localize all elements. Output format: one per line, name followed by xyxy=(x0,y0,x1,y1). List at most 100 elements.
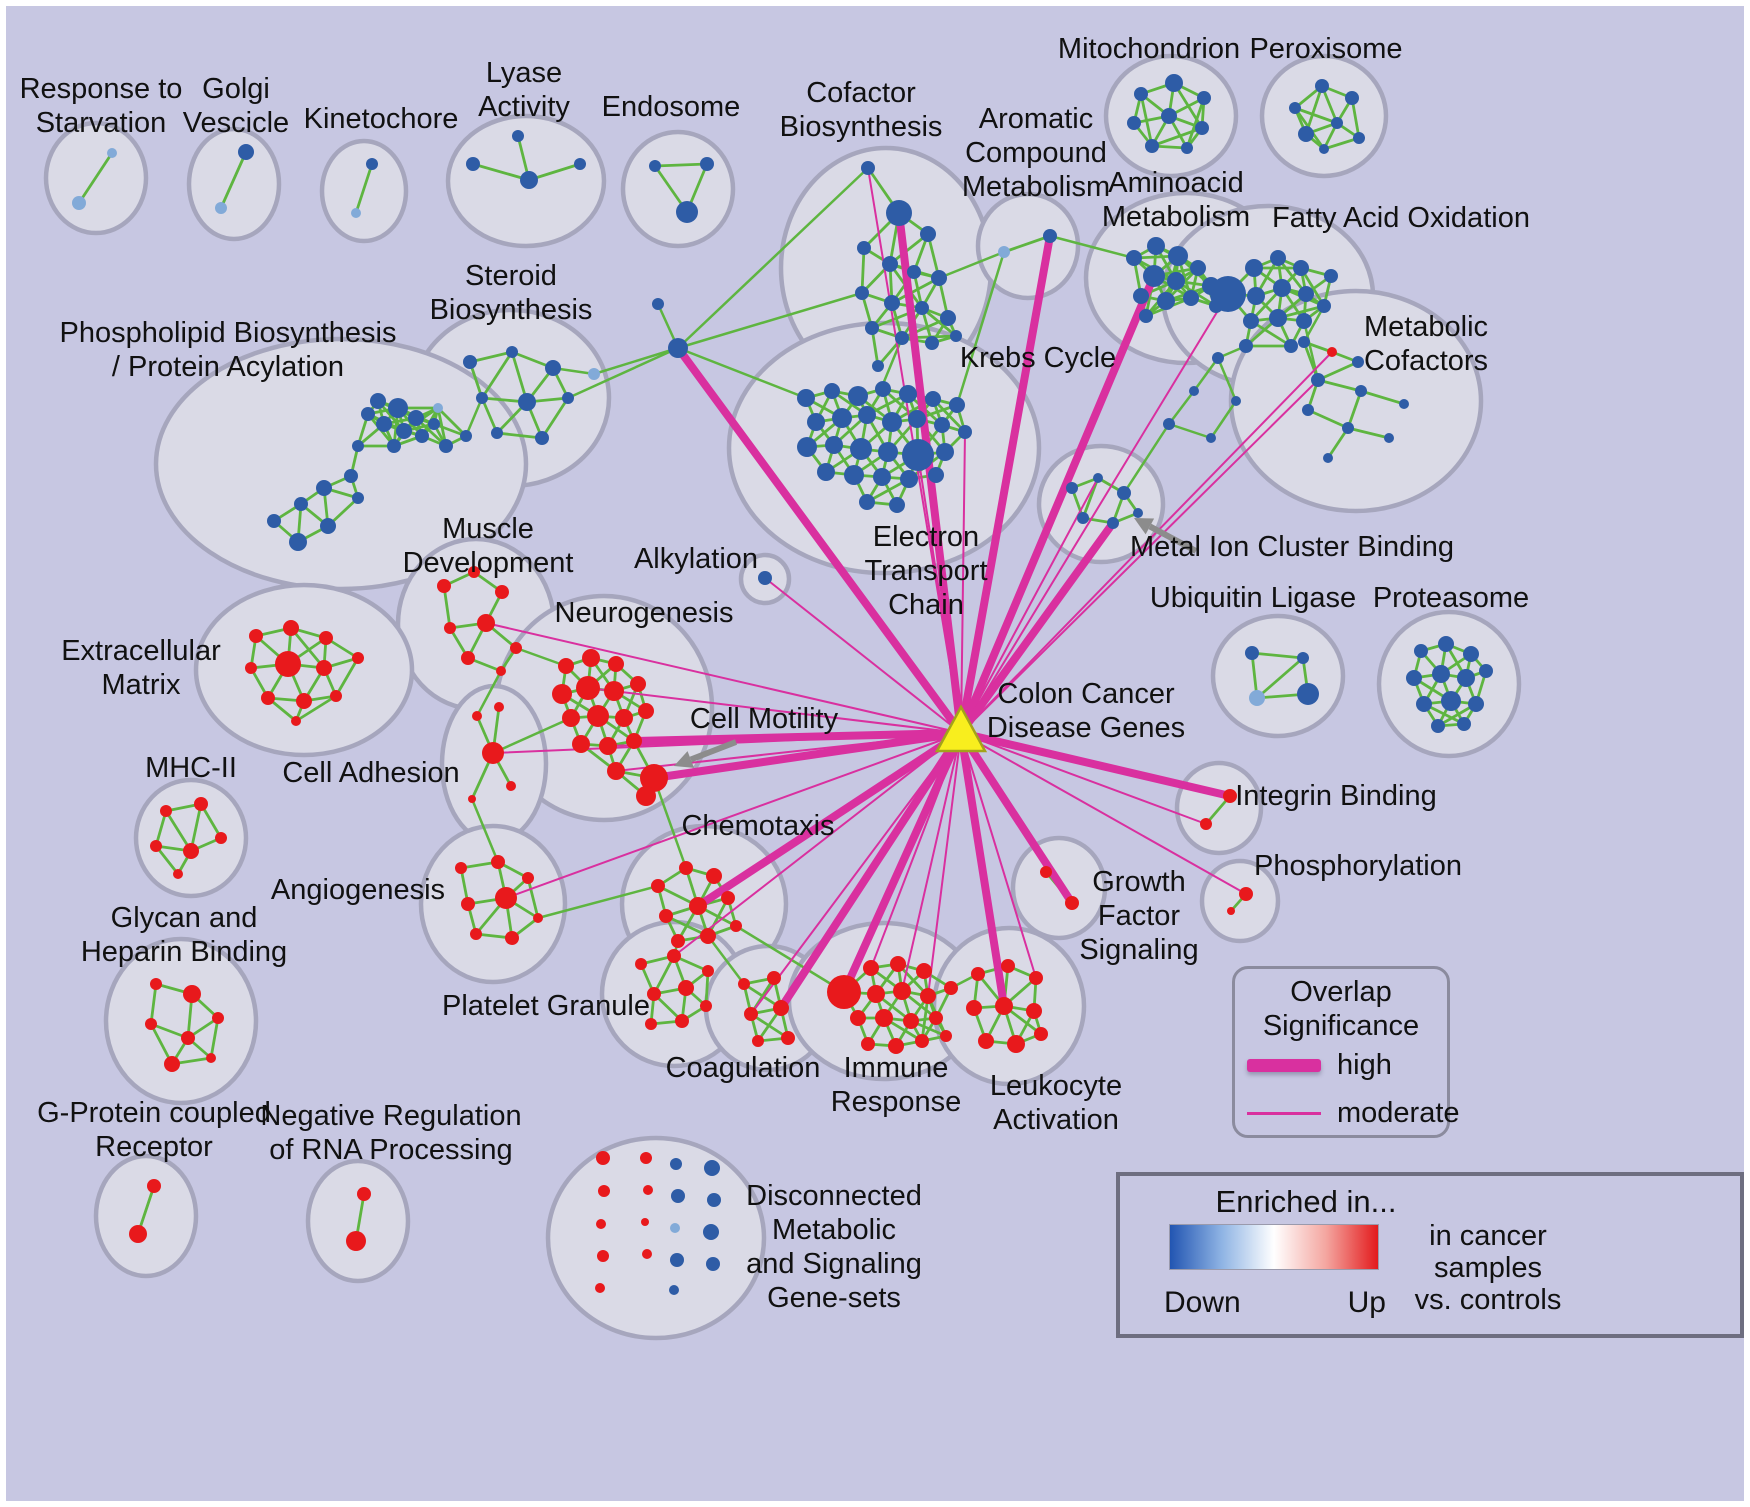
gene-set-node xyxy=(890,956,906,972)
inter-cluster-edge xyxy=(938,250,1005,280)
gene-set-node xyxy=(855,286,869,300)
gene-set-node xyxy=(596,1219,606,1229)
gene-set-node xyxy=(595,1283,605,1293)
gene-set-node xyxy=(387,439,401,453)
gene-set-node xyxy=(1438,636,1454,652)
inter-cluster-edge xyxy=(515,646,567,668)
enrichment-down-label: Down xyxy=(1164,1286,1241,1319)
gene-set-node xyxy=(1245,259,1263,277)
gene-set-node xyxy=(700,157,714,171)
gene-set-node xyxy=(164,1056,180,1072)
gene-set-node xyxy=(1167,272,1185,290)
gene-set-node xyxy=(129,1225,147,1243)
gene-set-node xyxy=(604,681,624,701)
gene-set-node xyxy=(482,742,504,764)
gene-set-node xyxy=(850,1010,866,1026)
gene-set-node xyxy=(1134,87,1148,101)
label-integrin-binding: Integrin Binding xyxy=(1235,780,1437,812)
gene-set-node xyxy=(535,431,549,445)
gene-set-node xyxy=(807,413,825,431)
gene-set-node xyxy=(958,425,972,439)
gene-set-node xyxy=(495,585,509,599)
gene-set-node xyxy=(344,469,358,483)
gene-set-node xyxy=(433,403,443,413)
gene-set-node xyxy=(160,805,172,817)
gene-set-node xyxy=(915,1034,929,1048)
gene-set-node xyxy=(817,463,835,481)
label-fatty-acid-oxidation: Fatty Acid Oxidation xyxy=(1272,202,1530,234)
gene-set-node xyxy=(1463,646,1479,662)
gene-set-node xyxy=(512,130,524,142)
gene-set-node xyxy=(1127,116,1141,130)
gene-set-edge xyxy=(526,877,540,919)
gene-set-node xyxy=(1431,719,1445,733)
gene-set-node xyxy=(1200,818,1212,830)
gene-set-node xyxy=(1001,959,1015,973)
gene-set-node xyxy=(861,1037,875,1051)
gene-set-node xyxy=(916,963,932,979)
gene-set-node xyxy=(1432,665,1450,683)
significance-edge-high xyxy=(957,232,1054,737)
inter-cluster-edge xyxy=(593,346,679,376)
gene-set-node xyxy=(689,897,707,915)
gene-set-node xyxy=(283,620,299,636)
gene-set-node xyxy=(1319,144,1329,154)
significance-edge-high xyxy=(957,729,1008,1010)
gene-set-node xyxy=(607,762,625,780)
gene-set-node xyxy=(920,226,936,242)
gene-set-node xyxy=(477,614,495,632)
gene-set-node xyxy=(463,355,477,369)
gene-set-node xyxy=(966,1000,982,1016)
gene-set-node xyxy=(444,622,456,634)
gene-set-node xyxy=(461,897,475,911)
gene-set-node xyxy=(925,391,941,407)
cluster-ellipse-mhc-ii xyxy=(133,777,249,899)
significance-edge-high xyxy=(777,729,965,1012)
gene-set-node xyxy=(150,978,162,990)
gene-set-node xyxy=(320,518,336,534)
label-peroxisome: Peroxisome xyxy=(1249,33,1402,65)
gene-set-node xyxy=(669,1285,679,1295)
gene-set-node xyxy=(1457,717,1471,731)
gene-set-edge xyxy=(1185,97,1206,149)
gene-set-node xyxy=(267,514,281,528)
cluster-ellipse-extracellular-matrix xyxy=(193,582,415,758)
gene-set-edge xyxy=(496,431,543,440)
gene-set-node xyxy=(676,201,698,223)
gene-set-node xyxy=(147,1179,161,1193)
gene-set-node xyxy=(865,321,879,335)
gene-set-node xyxy=(291,716,301,726)
cluster-ellipse-glycan-heparin-binding xyxy=(103,936,259,1106)
disease-genes-hub xyxy=(934,704,988,753)
gene-set-node xyxy=(857,241,871,255)
label-mhc-ii: MHC-II xyxy=(145,752,237,784)
gene-set-edge xyxy=(472,162,530,182)
significance-edge-high xyxy=(630,729,965,745)
gene-set-node xyxy=(576,676,600,700)
gene-set-node xyxy=(72,196,86,210)
gene-set-node xyxy=(1168,246,1188,266)
label-chemotaxis: Chemotaxis xyxy=(681,810,834,842)
gene-set-node xyxy=(173,869,183,879)
gene-set-node xyxy=(1183,290,1199,306)
gene-set-node xyxy=(562,392,574,404)
gene-set-node xyxy=(1133,288,1149,304)
gene-set-node xyxy=(1323,453,1333,463)
gene-set-node xyxy=(1195,121,1209,135)
gene-set-node xyxy=(1297,683,1319,705)
gene-set-node xyxy=(376,416,392,432)
gene-set-node xyxy=(636,786,656,806)
gene-set-node xyxy=(1040,866,1052,878)
gene-set-node xyxy=(671,934,685,948)
annotation-arrowhead xyxy=(674,751,695,768)
gene-set-node xyxy=(1416,696,1432,712)
gene-set-node xyxy=(183,843,199,859)
gene-set-node xyxy=(506,781,516,791)
gene-set-node xyxy=(1414,644,1428,658)
inter-cluster-edge xyxy=(1168,390,1195,425)
gene-set-edge xyxy=(469,350,513,364)
label-mitochondrion: Mitochondrion xyxy=(1058,33,1240,65)
